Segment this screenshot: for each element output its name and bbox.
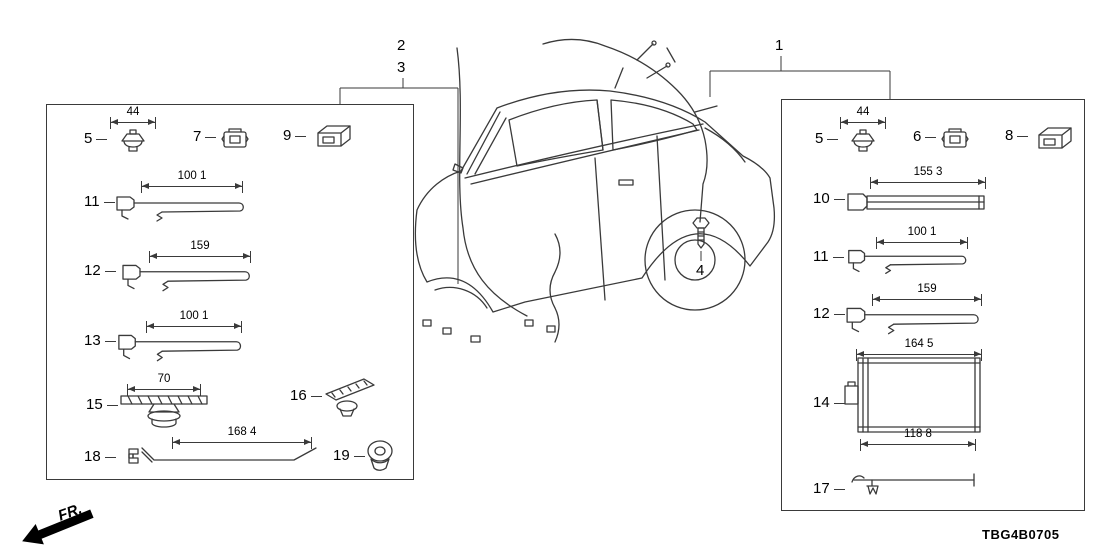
part-number-5-left[interactable]: 5 — [84, 131, 107, 147]
dimension-label: 118 8 — [904, 428, 932, 440]
right-parts-box — [781, 99, 1085, 511]
dimension-10-right: 155 3 — [870, 166, 986, 189]
dimension-label: 159 — [190, 240, 210, 252]
dimension-line — [876, 237, 968, 249]
dimension-line — [860, 439, 976, 451]
part-number-12-left[interactable]: 12 — [84, 263, 116, 279]
connector-icon — [313, 122, 355, 152]
part-number-9-left[interactable]: 9 — [283, 128, 306, 144]
dimension-label: 70 — [157, 373, 171, 385]
clip-icon — [116, 128, 150, 156]
connector-icon — [1034, 124, 1076, 154]
dimension-label: 155 3 — [913, 166, 943, 178]
part-number-7-left[interactable]: 7 — [193, 129, 216, 145]
part-number-18-left[interactable]: 18 — [84, 449, 116, 465]
dimension-label: 159 — [917, 283, 937, 295]
dimension-18-left: 168 4 — [172, 426, 312, 449]
harness-block-icon — [842, 354, 984, 436]
dimension-11-right: 100 1 — [876, 226, 968, 249]
part-number-6-right[interactable]: 6 — [913, 129, 936, 145]
pigtail-connector-icon — [116, 326, 246, 368]
callout-2[interactable]: 2 — [397, 37, 406, 54]
pigtail-connector-icon — [114, 188, 249, 228]
connector-icon — [220, 126, 250, 152]
connector-icon — [940, 126, 970, 152]
dimension-line — [870, 177, 986, 189]
pigtail-connector-icon — [120, 256, 255, 298]
dimension-label: 100 1 — [179, 310, 209, 322]
dimension-line — [110, 117, 156, 129]
dimension-label: 100 1 — [177, 170, 207, 182]
pigtail-connector-icon — [846, 242, 971, 280]
part-number-15-left[interactable]: 15 — [86, 397, 118, 413]
callout-1[interactable]: 1 — [775, 37, 784, 54]
dimension-15-left: 70 — [127, 373, 201, 396]
diagram-code: TBG4B0705 — [982, 527, 1060, 542]
pigtail-connector-icon — [844, 299, 984, 341]
dimension-line — [856, 349, 982, 361]
part-number-8-right[interactable]: 8 — [1005, 128, 1028, 144]
part-number-16-left[interactable]: 16 — [290, 388, 322, 404]
part-number-5-right[interactable]: 5 — [815, 131, 838, 147]
part-number-12-right[interactable]: 12 — [813, 306, 845, 322]
dimension-12-left: 159 — [149, 240, 251, 263]
rail-grommet-icon — [118, 390, 210, 432]
wire-icon — [138, 444, 320, 470]
dimension-17-right: 118 8 — [860, 428, 976, 451]
part-number-11-left[interactable]: 11 — [84, 194, 115, 210]
wire-clip-icon — [848, 466, 978, 504]
callout-3[interactable]: 3 — [397, 59, 406, 76]
dimension-line — [149, 251, 251, 263]
dimension-11-left: 100 1 — [141, 170, 243, 193]
dimension-label: 44 — [856, 106, 870, 118]
part-number-10-right[interactable]: 10 — [813, 191, 845, 207]
dimension-12-right: 159 — [872, 283, 982, 306]
car-illustration — [405, 28, 785, 423]
dimension-label: 100 1 — [907, 226, 937, 238]
dimension-label: 44 — [126, 106, 140, 118]
part-number-13-left[interactable]: 13 — [84, 333, 116, 349]
dimension-label: 168 4 — [227, 426, 257, 438]
dimension-line — [127, 384, 201, 396]
part-number-14-right[interactable]: 14 — [813, 395, 845, 411]
dimension-line — [172, 437, 312, 449]
dimension-line — [840, 117, 886, 129]
dimension-5-right: 44 — [840, 106, 886, 129]
flat-harness-icon — [845, 186, 989, 220]
grommet-icon — [364, 438, 396, 474]
dimension-14-right: 164 5 — [856, 338, 982, 361]
bracket-grommet-icon — [320, 374, 380, 422]
clip-icon — [846, 128, 880, 156]
part-number-17-right[interactable]: 17 — [813, 481, 845, 497]
dimension-line — [872, 294, 982, 306]
left-parts-box — [46, 104, 414, 480]
bolt-icon — [692, 216, 710, 250]
clip-icon — [124, 446, 144, 466]
part-number-19-left[interactable]: 19 — [333, 448, 365, 464]
dimension-line — [146, 321, 242, 333]
callout-4[interactable]: 4 — [696, 262, 705, 279]
dimension-5-left: 44 — [110, 106, 156, 129]
part-number-11-right[interactable]: 11 — [813, 249, 844, 265]
dimension-13-left: 100 1 — [146, 310, 242, 333]
dimension-line — [141, 181, 243, 193]
dimension-label: 164 5 — [904, 338, 934, 350]
